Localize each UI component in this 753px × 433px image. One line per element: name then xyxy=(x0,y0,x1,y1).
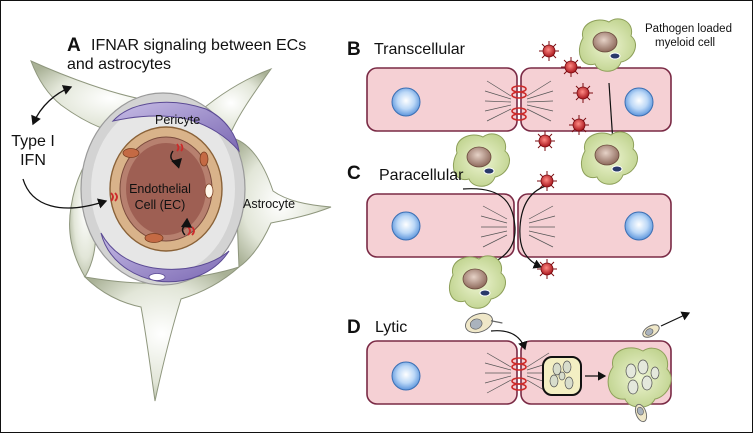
myeloid-cells xyxy=(449,18,672,408)
panel-d-letter: D xyxy=(347,317,361,338)
panel-d-title: Lytic xyxy=(375,319,408,336)
panel-a-title-line1: IFNAR signaling between ECs xyxy=(91,37,307,54)
type-i-ifn-label-line1: Type I xyxy=(11,133,55,150)
ifnar-receptor-icon xyxy=(110,143,195,236)
type-i-ifn-arrow-lower xyxy=(22,178,108,209)
type-i-ifn-label-line2: IFN xyxy=(20,152,46,169)
endothelial-label-line2: Cell (EC) xyxy=(134,198,186,212)
parasite-cells xyxy=(465,312,660,423)
pericyte-shape-lower xyxy=(100,232,230,283)
infected-myeloid-cell xyxy=(607,347,672,408)
panel-b-letter: B xyxy=(347,39,361,60)
tight-junction-d xyxy=(511,357,527,391)
pericyte-label: Pericyte xyxy=(155,113,201,127)
pericyte-shape-upper xyxy=(111,101,240,153)
myeloid-cell xyxy=(453,133,510,187)
myeloid-label-line2: myeloid cell xyxy=(655,37,716,49)
myeloid-cell xyxy=(449,255,506,309)
myeloid-cell xyxy=(579,18,636,72)
panel-c-title: Paracellular xyxy=(379,167,464,184)
panel-a-artwork xyxy=(22,60,332,402)
panel-c-letter: C xyxy=(347,163,361,184)
type-i-ifn-arrow-upper xyxy=(31,85,73,126)
astrocyte-label: Astrocyte xyxy=(243,197,296,211)
panel-a-title-line2: and astrocytes xyxy=(67,56,172,73)
panel-c-artwork xyxy=(366,184,672,273)
panel-b-title: Transcellular xyxy=(374,41,465,58)
endothelial-cell-c-left xyxy=(366,193,515,258)
astrocyte-shape-bottom xyxy=(83,266,240,402)
endothelial-cell-d-left xyxy=(366,340,518,405)
endothelial-cell-c-right xyxy=(517,193,672,258)
endothelial-label-line1: Endothelial xyxy=(129,182,191,196)
curved-arrow-icon xyxy=(170,150,193,236)
pathogens xyxy=(534,41,594,280)
tight-junction-b xyxy=(511,85,527,121)
endothelial-cell-b-left xyxy=(366,67,518,132)
panel-a-letter: A xyxy=(67,35,81,56)
myeloid-cell xyxy=(581,131,638,185)
myeloid-label-line1: Pathogen loaded xyxy=(645,23,732,35)
panel-b-artwork xyxy=(366,67,672,145)
